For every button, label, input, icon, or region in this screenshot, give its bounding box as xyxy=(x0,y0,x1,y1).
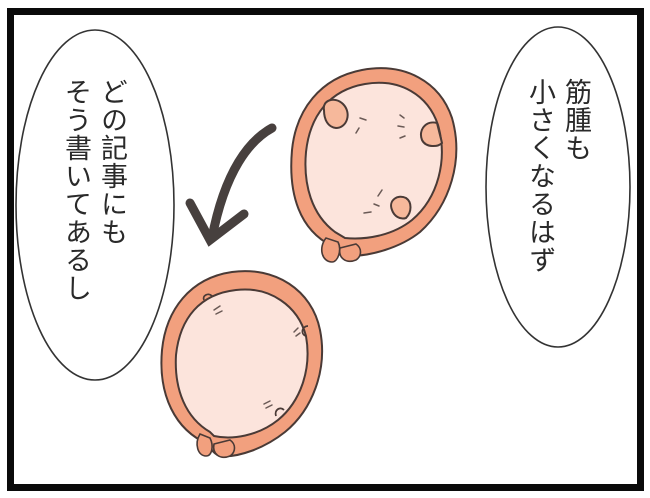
uterus-after-icon xyxy=(160,270,324,459)
speech-line: そう書いてあるし xyxy=(60,78,91,302)
speech-bubble-right xyxy=(485,26,631,348)
speech-text-left: どの記事にも そう書いてあるし xyxy=(57,78,129,378)
uterus-before-icon xyxy=(290,67,458,263)
speech-text-right: 筋腫も 小さくなるはず xyxy=(521,78,593,328)
speech-line: どの記事にも xyxy=(96,78,127,246)
speech-line: 小さくなるはず xyxy=(524,78,555,274)
speech-line: 筋腫も xyxy=(560,78,591,162)
arrow-down-left-icon xyxy=(185,123,277,247)
speech-bubble-left xyxy=(15,29,175,381)
